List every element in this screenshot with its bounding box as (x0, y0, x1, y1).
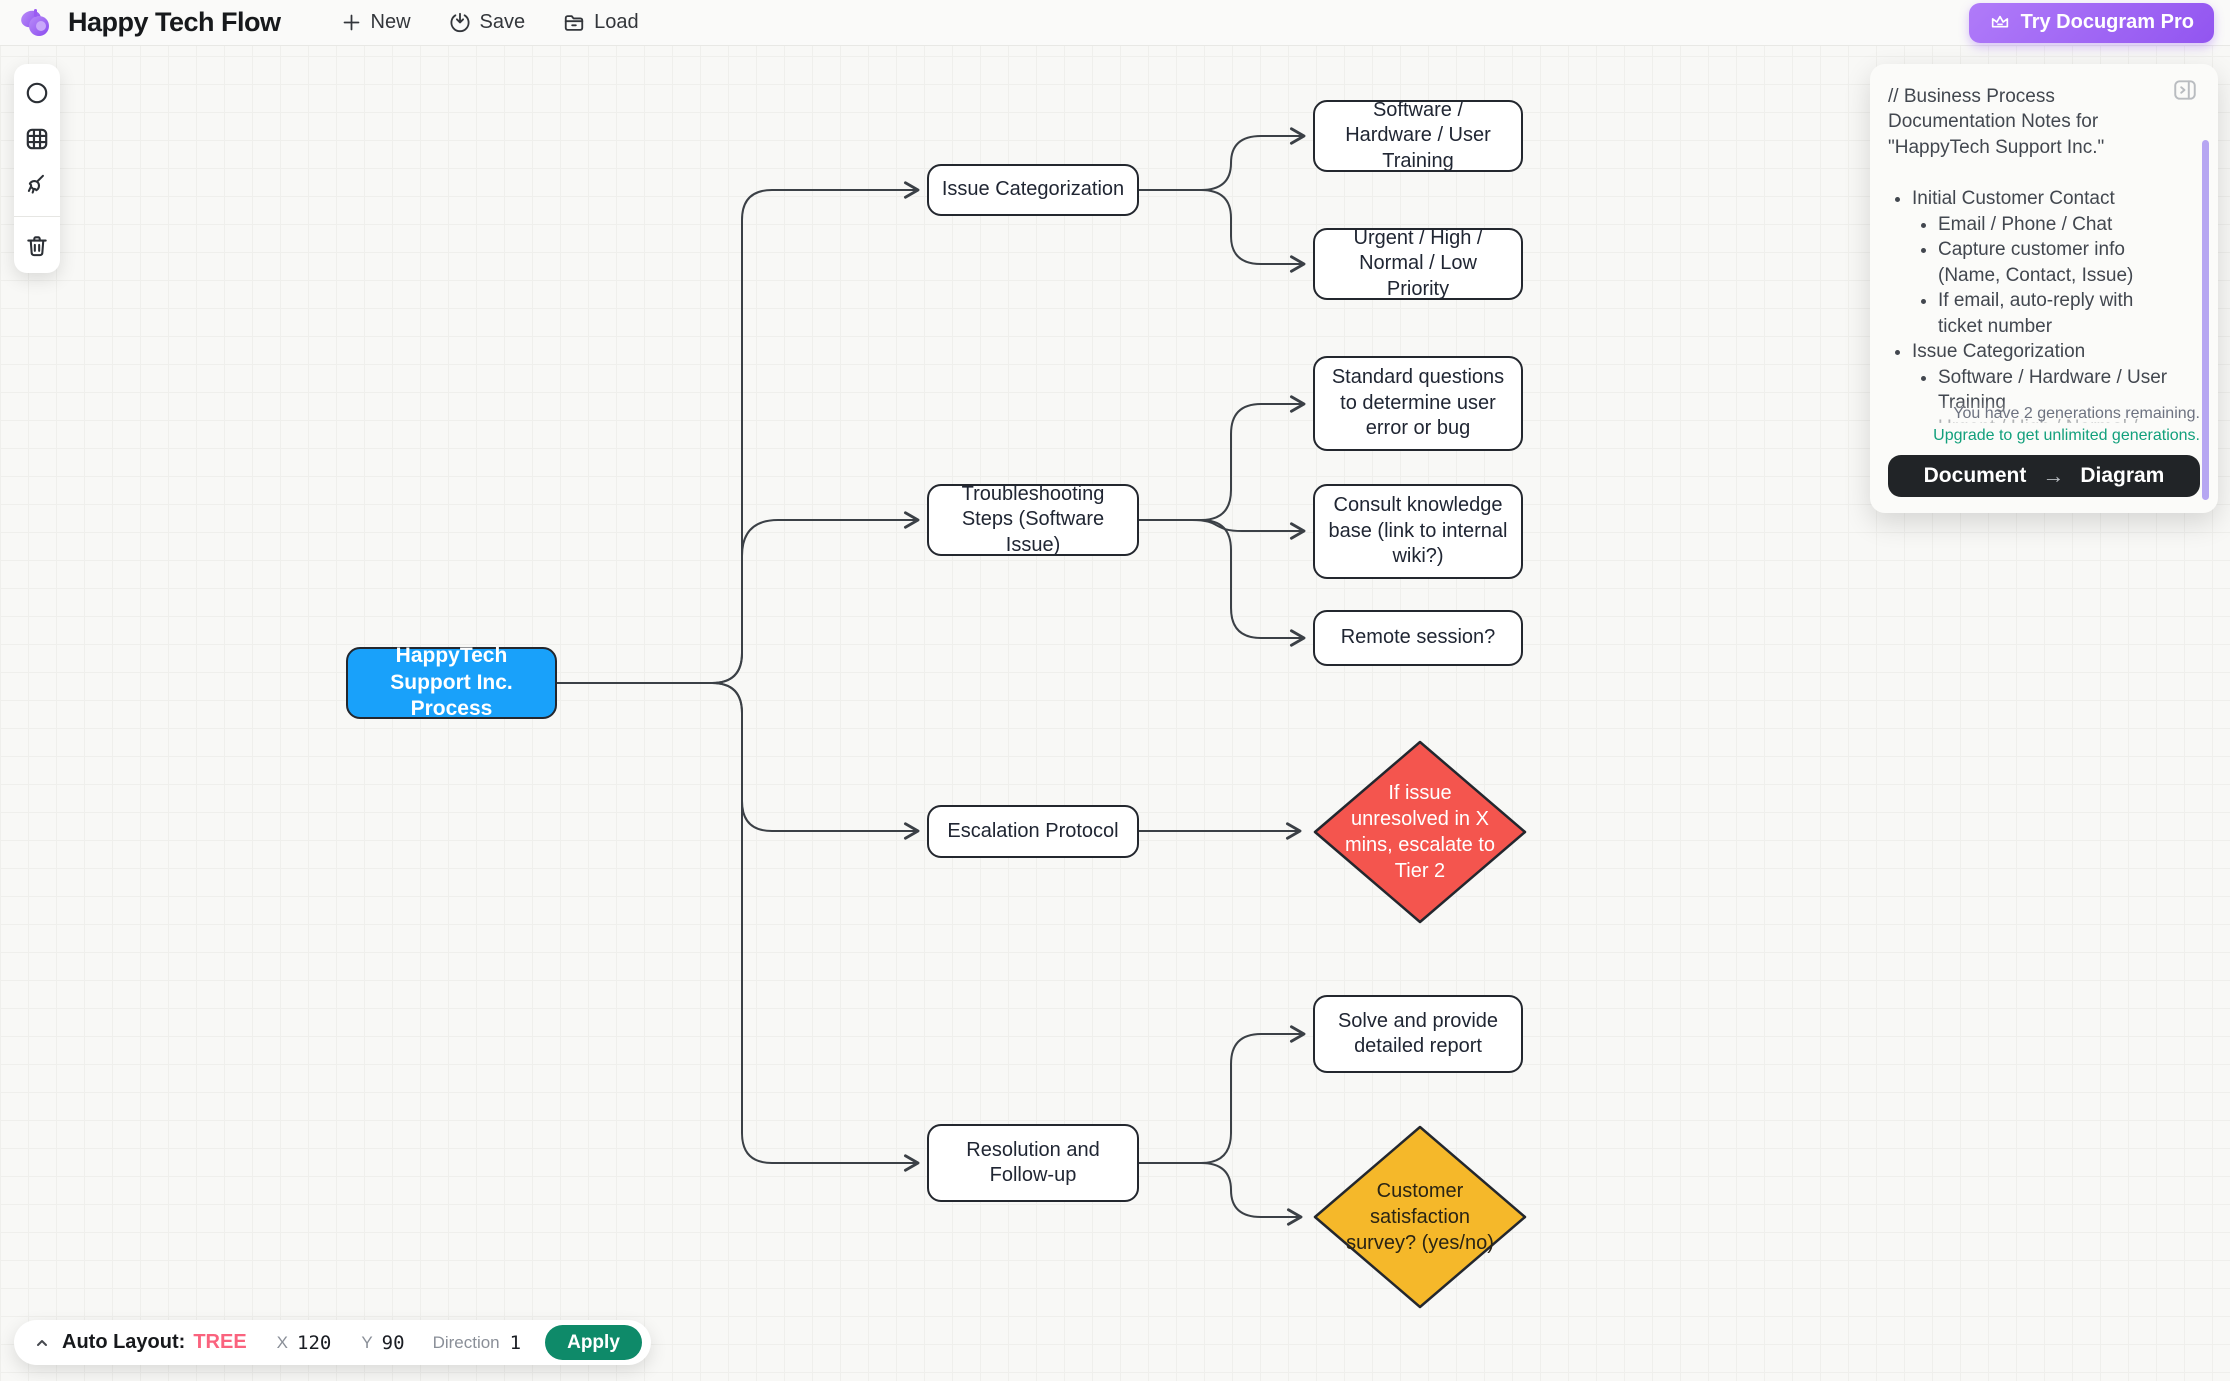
app-title: Happy Tech Flow (68, 7, 281, 37)
y-label: Y (361, 1332, 373, 1352)
node-label: If issue unresolved in X mins, escalate … (1344, 782, 1496, 882)
load-button-label: Load (594, 11, 639, 33)
x-spacing-group: X 120 (277, 1332, 332, 1354)
panel-scrollbar[interactable] (2202, 140, 2209, 500)
edge-root-to-resolution-followup (557, 682, 920, 1172)
right-arrow-icon: → (2042, 463, 2065, 488)
notes-panel: // Business Process Documentation Notes … (1870, 64, 2218, 513)
node-consult-knowledge-base[interactable]: Consult knowledge base (link to internal… (1313, 484, 1523, 579)
edge-troubleshooting-steps-to-consult-knowledge-base (1139, 519, 1306, 540)
edge-root-to-troubleshooting-steps (557, 511, 920, 684)
chevron-up-icon (37, 1339, 47, 1346)
edge-root-to-issue-categorization (557, 181, 920, 684)
doc-btn-to: Diagram (2080, 464, 2165, 487)
tool-rail (14, 64, 60, 273)
edge-troubleshooting-steps-to-remote-session (1139, 519, 1306, 647)
diamond-shape (1313, 1125, 1527, 1309)
panel-collapse-button[interactable] (2172, 77, 2198, 106)
plus-icon (343, 14, 359, 31)
node-satisfaction-survey[interactable]: Customer satisfaction survey? (yes/no) (1312, 1124, 1528, 1310)
crown-icon (1991, 15, 2008, 27)
delete-tool-button[interactable] (20, 229, 54, 263)
node-urgent-priority[interactable]: Urgent / High / Normal / Low Priority (1313, 227, 1523, 300)
notes-outline: Initial Customer ContactEmail / Phone / … (1912, 186, 2174, 423)
upgrade-link[interactable]: Upgrade to get unlimited generations. (1933, 427, 2200, 444)
app-logo-icon (21, 8, 49, 36)
diamond-shape (1313, 740, 1527, 924)
notes-textarea[interactable]: // Business Process Documentation Notes … (1888, 84, 2200, 423)
edge-issue-categorization-to-urgent-priority (1139, 189, 1306, 273)
edge-resolution-followup-to-satisfaction-survey (1139, 1162, 1303, 1226)
generations-note: You have 2 generations remaining. (1953, 405, 2200, 422)
node-solve-report[interactable]: Solve and provide detailed report (1313, 995, 1523, 1073)
auto-layout-label: Auto Layout: (62, 1331, 186, 1353)
auto-layout-bar: Auto Layout: TREE X 120 Y 90 Direction 1… (14, 1320, 651, 1365)
node-escalate-tier2[interactable]: If issue unresolved in X mins, escalate … (1312, 739, 1528, 925)
apply-button[interactable]: Apply (545, 1325, 642, 1360)
grid-tool-button[interactable] (20, 122, 54, 156)
rail-divider (14, 216, 60, 217)
node-remote-session[interactable]: Remote session? (1313, 610, 1523, 666)
new-button-label: New (370, 11, 411, 33)
outline-subitem: Capture customer info (Name, Contact, Is… (1938, 237, 2174, 288)
save-button[interactable]: Save (449, 11, 526, 34)
direction-label: Direction (432, 1332, 500, 1352)
try-pro-label: Try Docugram Pro (2020, 11, 2194, 33)
node-issue-categorization[interactable]: Issue Categorization (927, 164, 1139, 216)
direction-group: Direction 1 (433, 1332, 522, 1354)
top-bar: Happy Tech Flow New Save Load Try Docugr… (0, 0, 2230, 46)
direction-input[interactable]: 1 (509, 1331, 522, 1354)
clean-tool-button[interactable] (20, 168, 54, 202)
document-to-diagram-button[interactable]: Document → Diagram (1888, 455, 2200, 497)
edge-root-to-escalation-protocol (557, 682, 920, 840)
broom-icon (27, 174, 44, 194)
outline-subitem: If email, auto-reply with ticket number (1938, 288, 2174, 339)
save-button-label: Save (479, 11, 526, 33)
try-pro-button[interactable]: Try Docugram Pro (1968, 2, 2214, 43)
panel-footer: You have 2 generations remaining. Upgrad… (1888, 399, 2200, 497)
node-escalation-protocol[interactable]: Escalation Protocol (927, 805, 1139, 858)
node-standard-questions[interactable]: Standard questions to determine user err… (1313, 356, 1523, 451)
edge-troubleshooting-steps-to-standard-questions (1139, 395, 1306, 521)
layout-mode-value[interactable]: TREE (193, 1331, 247, 1353)
collapse-panel-icon (2174, 80, 2196, 100)
notes-comment: // Business Process Documentation Notes … (1888, 86, 2105, 158)
y-spacing-group: Y 90 (361, 1332, 404, 1354)
edge-resolution-followup-to-solve-report (1139, 1025, 1306, 1164)
layout-collapse-button[interactable] (34, 1335, 50, 1351)
node-troubleshooting-steps[interactable]: Troubleshooting Steps (Software Issue) (927, 483, 1139, 556)
outline-item: Initial Customer ContactEmail / Phone / … (1912, 186, 2174, 339)
y-spacing-input[interactable]: 90 (381, 1331, 405, 1354)
trash-icon (27, 236, 47, 257)
x-label: X (276, 1332, 288, 1352)
folder-icon (564, 14, 584, 31)
circle-tool-button[interactable] (20, 76, 54, 110)
node-software-hardware-training[interactable]: Software / Hardware / User Training (1313, 99, 1523, 172)
node-resolution-followup[interactable]: Resolution and Follow-up (927, 1124, 1139, 1202)
save-icon (450, 12, 470, 32)
new-button[interactable]: New (341, 11, 411, 34)
outline-subitem: Email / Phone / Chat (1938, 212, 2174, 237)
edge-issue-categorization-to-software-hardware-training (1139, 127, 1306, 191)
circle-icon (26, 82, 48, 104)
node-root[interactable]: HappyTech Support Inc. Process (346, 644, 557, 720)
node-label: Customer satisfaction survey? (yes/no) (1346, 1180, 1494, 1254)
load-button[interactable]: Load (563, 11, 639, 34)
grid-icon (26, 128, 48, 150)
doc-btn-from: Document (1923, 464, 2027, 487)
x-spacing-input[interactable]: 120 (297, 1331, 332, 1354)
